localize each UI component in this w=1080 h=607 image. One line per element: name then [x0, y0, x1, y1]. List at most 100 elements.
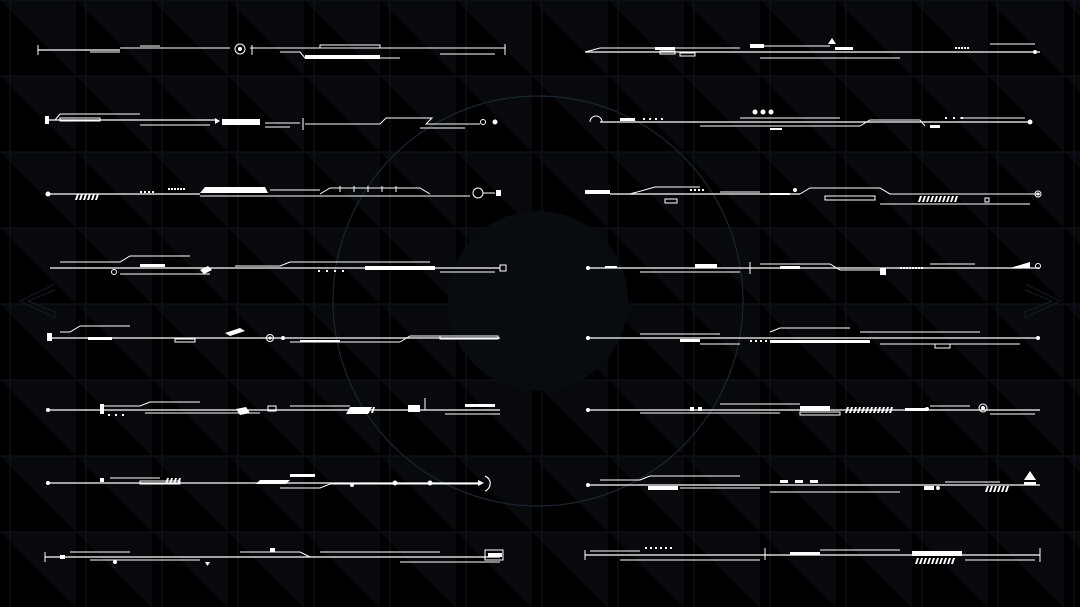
hud-block — [643, 118, 645, 120]
hud-node — [936, 486, 940, 490]
hud-stripe — [989, 486, 993, 492]
shade-tile — [76, 228, 152, 304]
hud-tab — [225, 328, 245, 336]
shade-tile — [380, 532, 456, 607]
hud-block — [290, 474, 315, 477]
shade-tile — [152, 228, 228, 304]
hud-node — [113, 560, 117, 564]
hud-stripe — [877, 407, 881, 413]
hud-stripe — [942, 196, 946, 202]
shade-tile — [304, 152, 380, 228]
hud-block — [921, 267, 923, 269]
hud-path — [799, 187, 1040, 195]
hud-block — [750, 340, 752, 342]
hud-stripe — [857, 407, 861, 413]
hud-stripe — [923, 558, 927, 564]
hud-block — [484, 549, 504, 561]
hud-block — [906, 267, 908, 269]
hud-line-right-7 — [586, 471, 1040, 493]
shade-tile — [228, 0, 304, 76]
hud-node — [46, 408, 50, 412]
hud-line-right-5 — [586, 327, 1040, 349]
hud-block — [47, 333, 52, 341]
hud-stripe — [997, 486, 1001, 492]
hud-block — [305, 55, 380, 59]
hud-path — [399, 335, 440, 343]
hud-block — [765, 340, 767, 342]
shade-tile — [608, 304, 684, 380]
hud-block — [168, 188, 170, 190]
hud-node — [1036, 336, 1040, 340]
hud-block — [670, 547, 672, 549]
shade-tile — [684, 228, 760, 304]
shade-tile — [380, 304, 456, 380]
hud-block — [59, 117, 101, 122]
hud-block — [760, 340, 762, 342]
hud-block — [177, 188, 179, 190]
shade-tile — [836, 76, 912, 152]
hud-stripe — [947, 558, 951, 564]
shade-tile — [380, 152, 456, 228]
hud-node — [427, 480, 433, 486]
hud-block — [770, 340, 870, 343]
hud-stripe — [173, 478, 177, 484]
hud-block — [655, 47, 675, 50]
shade-tile — [608, 0, 684, 76]
hud-stripe — [950, 196, 954, 202]
hud-arc — [484, 475, 491, 492]
hud-line-left-3 — [45, 186, 501, 200]
hud-block — [770, 128, 782, 130]
hud-stripe — [938, 196, 942, 202]
hud-node — [281, 336, 285, 340]
hud-block — [648, 486, 678, 490]
shade-tile — [684, 304, 760, 380]
hud-block — [140, 264, 165, 267]
hud-stripe — [845, 407, 849, 413]
shade-tile — [152, 456, 228, 532]
shade-tile — [836, 456, 912, 532]
hud-node — [793, 188, 797, 192]
hud-block — [698, 407, 702, 411]
shade-tile — [456, 76, 532, 152]
hud-block — [326, 270, 328, 272]
hud-block — [319, 44, 381, 49]
hud-node — [925, 407, 929, 411]
hud-block — [930, 125, 940, 128]
hud-path — [60, 325, 130, 333]
hud-block — [45, 116, 49, 124]
shade-tile — [0, 380, 76, 456]
shade-tile — [532, 76, 608, 152]
hud-node — [111, 269, 117, 275]
hud-node — [586, 266, 590, 270]
hud-block — [152, 191, 154, 193]
hud-block — [750, 44, 764, 48]
hud-block — [174, 338, 196, 343]
hud-path — [104, 401, 200, 407]
shade-tile — [1064, 228, 1080, 244]
hud-block — [139, 480, 181, 485]
hud-block — [695, 264, 717, 268]
hud-stripe — [87, 194, 91, 200]
hud-block — [661, 118, 663, 120]
shade-tile — [988, 456, 1064, 532]
hud-block — [835, 47, 853, 50]
shade-tile — [912, 532, 988, 607]
hud-line-left-6 — [46, 398, 500, 416]
hud-block — [961, 47, 963, 49]
shade-tile — [912, 152, 988, 228]
hud-path — [584, 47, 740, 53]
hud-block — [100, 478, 104, 482]
hud-block — [655, 547, 657, 549]
hud-block — [880, 268, 886, 275]
shade-tile — [380, 76, 456, 152]
shade-tile — [0, 532, 76, 607]
hud-stripe — [95, 194, 99, 200]
hud-path — [600, 475, 740, 481]
hud-line-right-4 — [586, 262, 1041, 275]
shade-tile — [760, 532, 836, 607]
shade-tile — [1064, 304, 1080, 320]
hud-stripe — [169, 478, 173, 484]
hud-block — [664, 198, 678, 204]
